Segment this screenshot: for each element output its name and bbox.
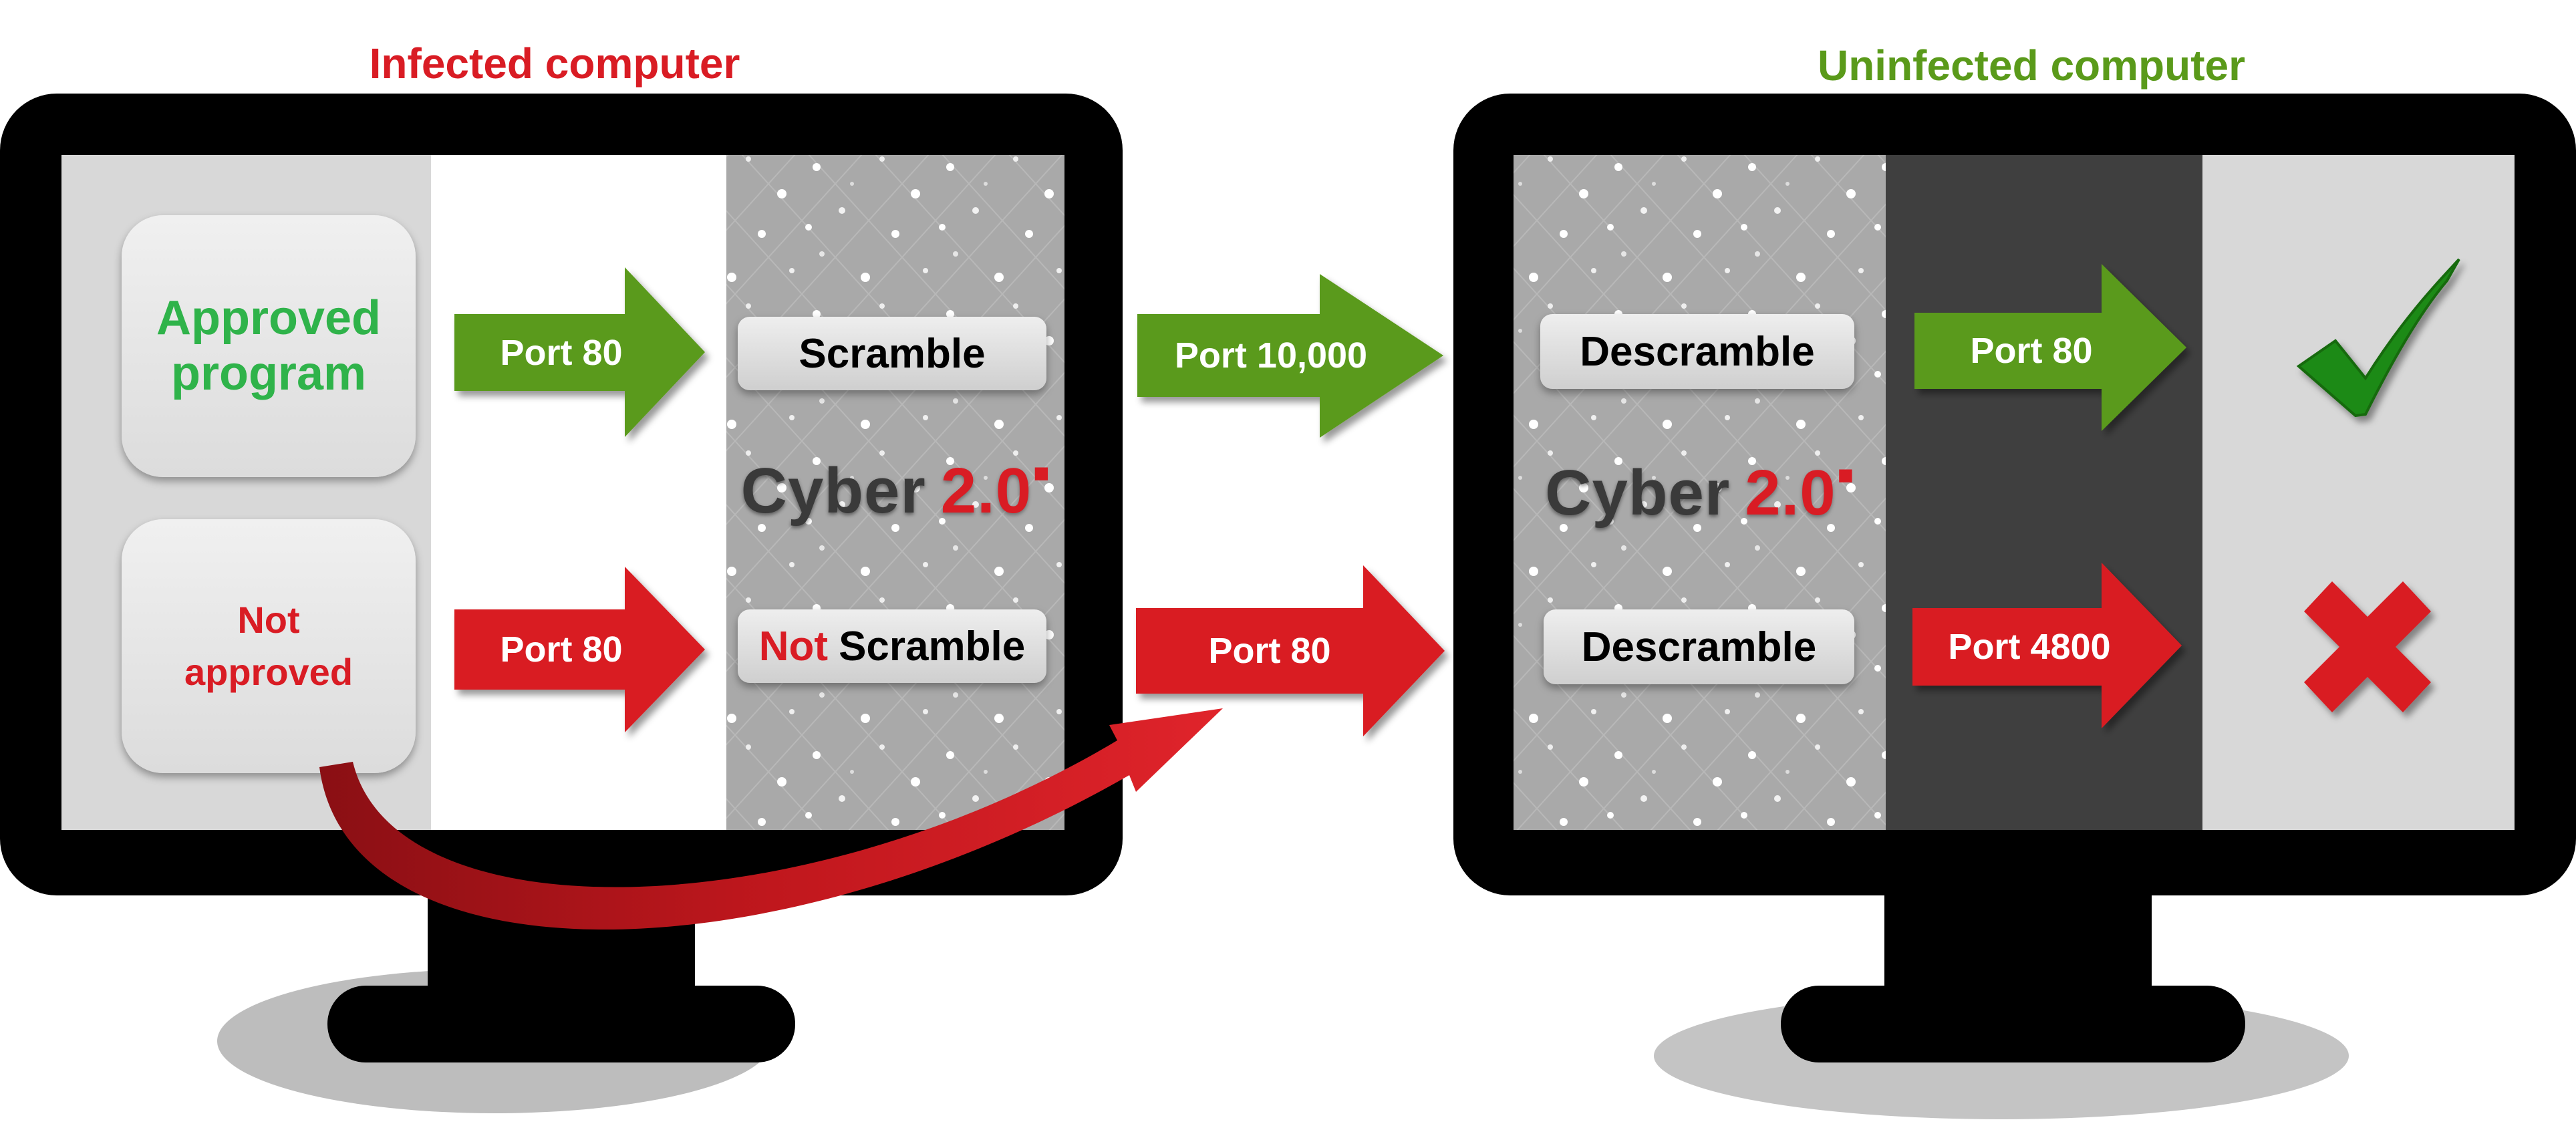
logo-word: Cyber	[1545, 457, 1731, 529]
arrow-port4800-label: Port 4800	[1948, 627, 2111, 667]
uninfected-monitor	[1453, 94, 2576, 1119]
not-approved-line-1: Not	[237, 598, 300, 641]
not-approved-label: Not approved	[122, 519, 416, 773]
cyber-logo-right: Cyber 2.0 ■	[1514, 456, 1886, 537]
arrow-port80-green-right	[1914, 264, 2186, 431]
arrow-port10000-label: Port 10,000	[1174, 335, 1368, 376]
screen-panel-blank	[431, 155, 726, 830]
logo-mark-icon: ■	[1837, 460, 1854, 490]
monitor-base	[327, 986, 795, 1062]
cross-icon	[2304, 581, 2431, 712]
logo-mark-icon: ■	[1033, 458, 1050, 488]
descramble-pill-top	[1540, 314, 1854, 389]
arrow-port80-red-label: Port 80	[500, 629, 623, 670]
infected-title: Infected computer	[369, 39, 740, 88]
not-scramble-pill	[738, 609, 1046, 683]
arrow-port80-right-label: Port 80	[1970, 331, 2093, 371]
screen-panel-dark	[1886, 155, 2202, 830]
logo-word: Cyber	[740, 455, 926, 527]
arrow-port80-green-label: Port 80	[500, 332, 623, 373]
cyber-logo-left: Cyber 2.0 ■	[726, 454, 1064, 535]
scramble-pill	[738, 317, 1046, 390]
logo-number: 2.0	[940, 455, 1032, 527]
not-scramble-suffix: Scramble	[839, 623, 1026, 670]
arrow-port80-red	[454, 567, 705, 732]
not-scramble-label: Not Scramble	[738, 609, 1046, 683]
scramble-label: Scramble	[799, 330, 986, 377]
descramble-bottom-label: Descramble	[1581, 623, 1817, 670]
approved-line-2: program	[170, 347, 367, 400]
check-icon	[2296, 258, 2460, 418]
descramble-pill-bottom	[1544, 609, 1854, 684]
infected-monitor	[0, 94, 1123, 1113]
not-scramble-prefix: Not	[758, 623, 829, 670]
monitor-base	[1781, 986, 2245, 1062]
bypass-curve-arrow	[319, 708, 1223, 930]
arrow-port4800-red	[1912, 563, 2182, 728]
descramble-top-label: Descramble	[1580, 328, 1815, 375]
logo-number: 2.0	[1745, 457, 1836, 529]
screen-panel-cyber	[1514, 155, 1886, 830]
approved-program-label: Approved program	[122, 215, 416, 477]
approved-program-box	[122, 215, 416, 477]
uninfected-title: Uninfected computer	[1817, 41, 2246, 90]
not-approved-box	[122, 519, 416, 773]
arrow-port80-transit-red	[1136, 565, 1445, 736]
arrow-port10000-green	[1137, 274, 1443, 438]
not-approved-line-2: approved	[184, 651, 353, 693]
approved-line-1: Approved	[156, 291, 382, 345]
arrow-port80-transit-label: Port 80	[1208, 631, 1331, 671]
screen-panel-cyber	[726, 155, 1064, 830]
arrow-port80-green	[454, 267, 705, 437]
screen-panel-results	[2202, 155, 2515, 830]
